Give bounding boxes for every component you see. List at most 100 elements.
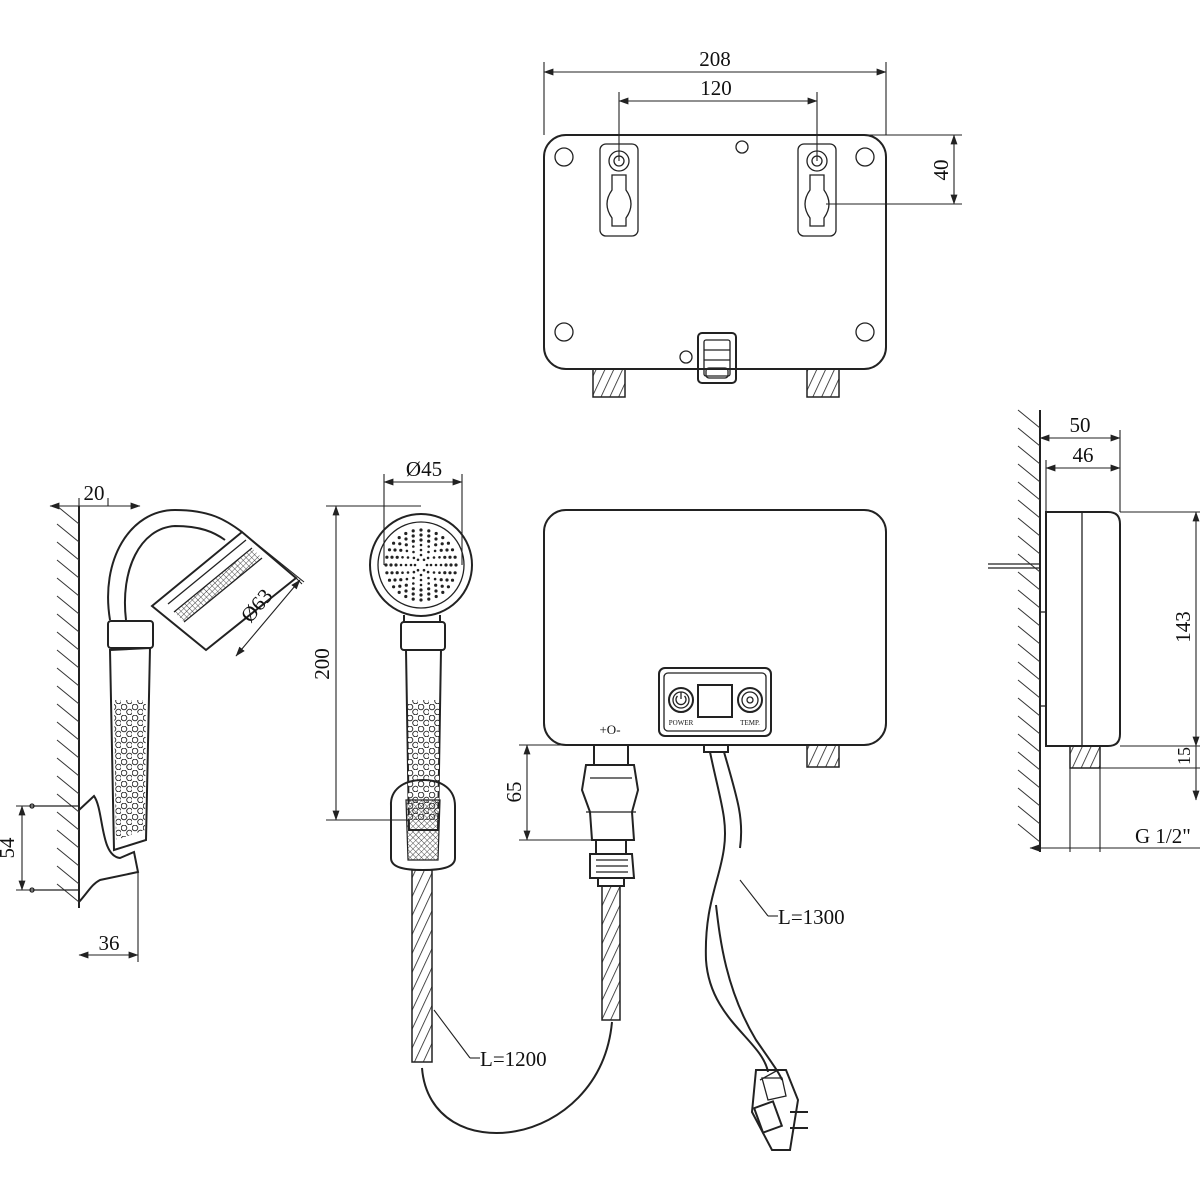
nozzle-dot (438, 556, 441, 559)
nozzle-dot (448, 571, 452, 575)
nozzle-dot (439, 578, 443, 582)
nozzle-dot (390, 555, 394, 559)
nozzle-dot (427, 545, 431, 548)
nozzle-dot (419, 548, 423, 552)
dim-handle-length: 200 (310, 648, 334, 680)
wall-hatching (56, 505, 80, 903)
hose-length-label: L=1200 (480, 1047, 547, 1071)
nozzle-dot (446, 541, 450, 545)
nozzle-dot (419, 598, 423, 602)
nozzle-dot (404, 583, 408, 587)
heater-side-view: 50 46 143 15 G 1/2" (988, 409, 1200, 852)
heater-back-view: 208 120 40 (543, 47, 962, 398)
nozzle-dot (443, 555, 447, 559)
nozzle-dot (419, 583, 423, 587)
nozzle-dot (427, 592, 431, 596)
dim-side-fitting: 15 (1174, 747, 1194, 765)
nozzle-dot (422, 558, 426, 562)
nozzle-dot (419, 538, 423, 542)
power-plug (750, 1069, 808, 1151)
nozzle-dot (429, 563, 433, 567)
nozzle-dot (398, 584, 402, 588)
nozzle-dot (425, 563, 429, 567)
nozzle-dot (419, 588, 423, 592)
nozzle-dot (434, 537, 438, 541)
nozzle-dot (411, 597, 415, 601)
nozzle-dot (404, 543, 408, 547)
nozzle-dot (444, 563, 448, 567)
nozzle-dot (433, 549, 437, 553)
nozzle-dot (419, 593, 423, 597)
nozzle-dot (389, 563, 393, 567)
nozzle-dot (427, 597, 431, 601)
polarity-label: +O- (599, 722, 620, 737)
nozzle-dot (404, 563, 408, 567)
nozzle-dot (419, 578, 423, 582)
nozzle-dot (404, 531, 408, 536)
nozzle-dot (405, 577, 409, 581)
nozzle-dot (440, 584, 444, 588)
dim-bracket-height: 54 (0, 837, 19, 859)
nozzle-dot (443, 571, 447, 575)
nozzle-dot (441, 536, 445, 540)
water-fitting-right (806, 368, 840, 398)
dim-side-depth-inner: 46 (1073, 443, 1094, 467)
nozzle-dot (393, 548, 397, 552)
nozzle-dot (416, 568, 420, 572)
nozzle-dot (416, 558, 420, 562)
nozzle-dot (387, 548, 392, 552)
nozzle-dot (427, 534, 431, 538)
temp-button[interactable] (737, 687, 763, 713)
nozzle-dot (412, 545, 415, 548)
nozzle-dot (439, 563, 443, 567)
cable-clip (679, 332, 737, 384)
nozzle-dot (398, 542, 402, 546)
nozzle-dot (401, 571, 404, 574)
dim-top-width: 208 (699, 47, 731, 71)
dim-head-offset: 20 (84, 481, 105, 505)
nozzle-dot (405, 549, 409, 553)
wall-hatching (1017, 409, 1041, 843)
dim-hole-spacing: 120 (700, 76, 732, 100)
nozzle-dot (385, 571, 389, 575)
nozzle-dot (397, 590, 401, 595)
nozzle-dot (419, 528, 423, 532)
nozzle-dot (406, 571, 410, 574)
nozzle-dot (419, 573, 423, 577)
nozzle-dot (434, 589, 438, 593)
nozzle-dot (419, 543, 423, 547)
nozzle-dot (432, 571, 436, 574)
nozzle-dot (399, 548, 403, 552)
nozzle-dot (449, 563, 453, 567)
nozzle-dot (409, 563, 413, 567)
nozzle-dot (385, 555, 389, 559)
nozzle-dot (427, 582, 431, 585)
nozzle-dot (419, 553, 423, 557)
dim-hole-height: 40 (929, 160, 953, 181)
nozzle-dot (397, 536, 401, 540)
temp-label: TEMP. (740, 719, 760, 727)
nozzle-dot (445, 548, 449, 552)
nozzle-dot (411, 529, 415, 533)
nozzle-dot (427, 587, 431, 591)
dim-handle-head-diameter: Ø45 (406, 457, 442, 481)
nozzle-dot (392, 541, 396, 545)
nozzle-dot (406, 556, 410, 559)
nozzle-dot (404, 537, 408, 541)
nozzle-dot (413, 563, 417, 567)
nozzle-dot (394, 563, 398, 567)
nozzle-dot (412, 582, 415, 585)
nozzle-dot (393, 578, 397, 582)
power-button[interactable] (668, 687, 694, 713)
nozzle-dot (387, 578, 392, 582)
nozzle-dot (411, 534, 415, 538)
nozzle-dot (434, 563, 438, 567)
nozzle-dot (448, 555, 452, 559)
nozzle-dot (439, 548, 443, 552)
nozzle-dot (411, 587, 415, 591)
nozzle-dot (434, 583, 438, 587)
dim-connector-height: 65 (502, 782, 526, 803)
shower-front-view: L=1200 Ø45 200 (310, 457, 621, 1135)
nozzle-dot (401, 556, 404, 559)
